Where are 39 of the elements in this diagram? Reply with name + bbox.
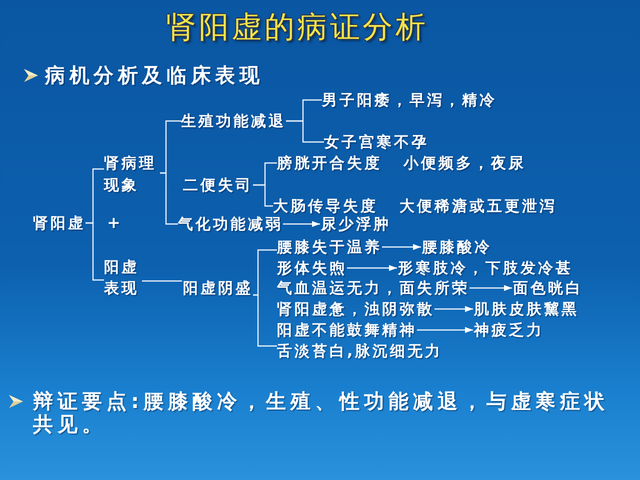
symptom-text: 尿少浮肿 (321, 214, 391, 234)
cause-text: 腰膝失于温养 (277, 237, 382, 257)
symptom-text: 肌肤皮肤黧黑 (474, 299, 579, 319)
arrow (382, 244, 421, 250)
symptom-text: 膀胱开合失度 小便频多，夜尿 (277, 153, 526, 173)
arrow (283, 221, 320, 227)
cause-text: 气血温运无力，面失所荣 (277, 278, 470, 298)
category-term: 阳虚阴盛 (183, 278, 253, 298)
connector-line (142, 280, 182, 282)
arrow (470, 285, 512, 291)
symptom-text: 面色晄白 (513, 278, 583, 298)
symptom-text: 男子阳痿，早泻，精冷 (322, 90, 497, 110)
arrow (417, 327, 473, 333)
connector-line (160, 172, 178, 225)
cause-text: 阳虚不能鼓舞精神 (277, 320, 417, 340)
connector-line (286, 120, 324, 143)
symptom-text: 女子宫寒不孕 (324, 132, 429, 152)
category-term: 生殖功能减退 (181, 111, 286, 131)
symptom-text: 形寒肢冷，下肢发冷甚 (398, 258, 573, 278)
symptom-text: 大肠传导失度 大便稀溏或五更泄泻 (273, 196, 558, 216)
branch-term: 阳虚表现 (104, 256, 142, 298)
symptom-text: 神疲乏力 (474, 320, 544, 340)
connector-line (86, 222, 104, 281)
symptom-text: 舌淡苔白,脉沉细无力 (277, 341, 443, 361)
category-term: 气化功能减弱 (178, 214, 283, 234)
connector-line (253, 184, 273, 207)
category-term: 二便失司 (183, 175, 253, 195)
arrow (434, 306, 473, 312)
section-heading: 病机分析及临床表现 (45, 62, 264, 88)
connector-line (253, 294, 277, 347)
slide-title: 肾阳虚的病证分析 (166, 10, 428, 46)
key-point-text: 辩证要点:腰膝酸冷，生殖、性功能减退，与虚寒症状共见。 (33, 390, 610, 436)
cause-text: 肾阳虚惫，浊阴弥散 (277, 299, 434, 319)
plus-sign: + (107, 213, 120, 233)
root-term: 肾阳虚 (33, 213, 86, 233)
symptom-text: 腰膝酸冷 (422, 237, 492, 257)
cause-text: 形体失煦 (277, 258, 347, 278)
branch-term: 肾病理现象 (104, 152, 160, 196)
arrow (347, 265, 397, 271)
